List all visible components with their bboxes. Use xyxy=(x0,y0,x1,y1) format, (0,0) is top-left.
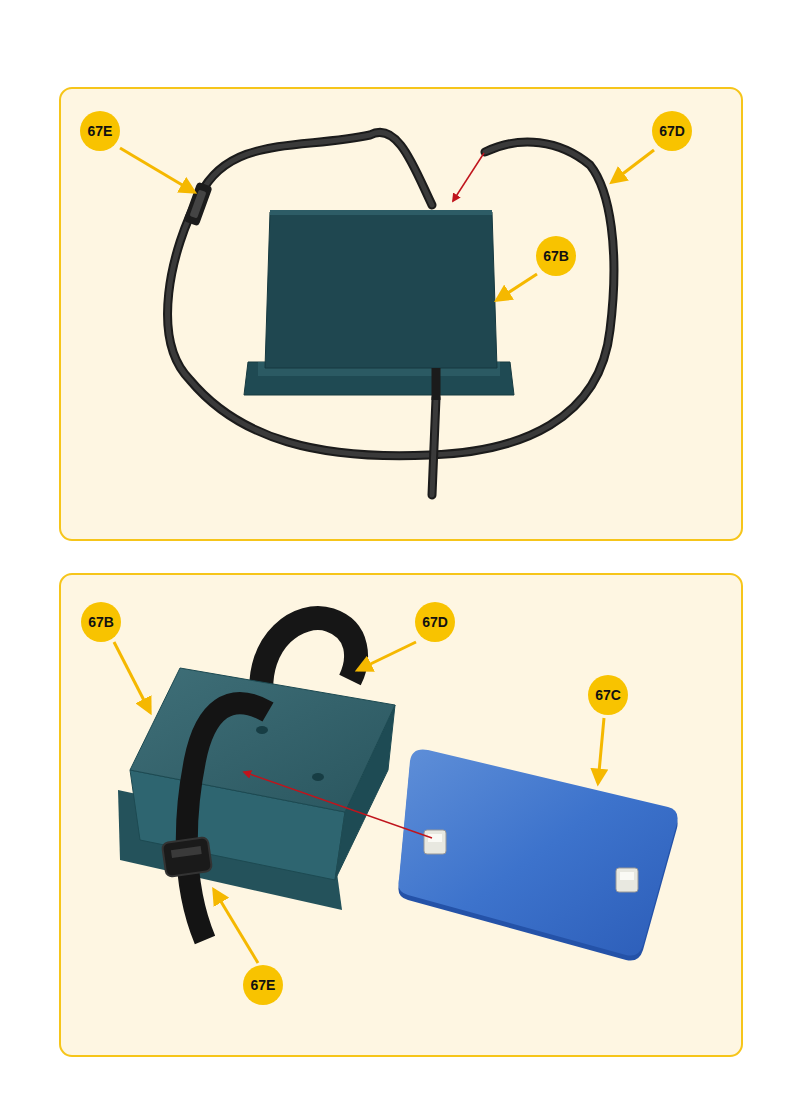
callout-circle: 67B xyxy=(81,602,121,642)
callout-number: 67D xyxy=(659,124,685,138)
callout-number: 67D xyxy=(422,615,448,629)
leader-line xyxy=(114,148,654,963)
box-housing xyxy=(244,210,514,395)
panel xyxy=(60,88,742,540)
callout-circle: 67C xyxy=(588,675,628,715)
callout-circle: 67D xyxy=(652,111,692,151)
callout-number: 67E xyxy=(88,124,113,138)
callout-number: 67B xyxy=(88,615,114,629)
strap xyxy=(432,368,441,400)
callout-number: 67C xyxy=(595,688,621,702)
strap xyxy=(168,132,614,495)
panel xyxy=(60,574,742,1056)
callout-number: 67B xyxy=(543,249,569,263)
buckle xyxy=(162,837,212,877)
callout-circle: 67E xyxy=(80,111,120,151)
direction-arrow xyxy=(244,772,432,838)
strap xyxy=(187,703,268,940)
mounting-plate xyxy=(398,749,677,960)
direction-arrow xyxy=(453,153,484,201)
callout-circle: 67B xyxy=(536,236,576,276)
callout-circle: 67D xyxy=(415,602,455,642)
callout-number: 67E xyxy=(251,978,276,992)
callout-circle: 67E xyxy=(243,965,283,1005)
